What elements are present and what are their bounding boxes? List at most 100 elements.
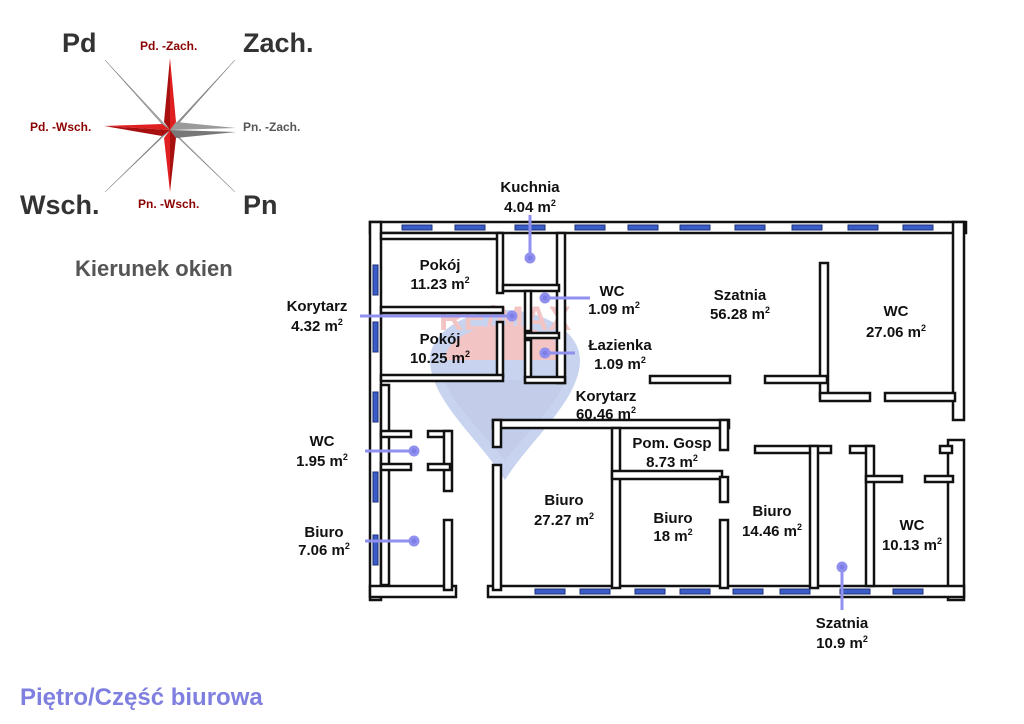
compass-label-se: Pn <box>243 190 278 220</box>
wall-bottom-left <box>368 584 458 599</box>
wall-pomgosp-bottom <box>610 469 724 481</box>
window <box>372 534 379 566</box>
window <box>732 588 764 595</box>
compass-ray-s <box>170 130 176 192</box>
window <box>454 224 486 231</box>
wall-biuro27-left <box>491 463 503 592</box>
wall-szatnia-bottom-a <box>648 374 732 385</box>
room-name: Pokój <box>420 257 461 274</box>
wall-biuro27-right <box>610 426 622 590</box>
wall-pokoj-right-upper <box>495 231 505 295</box>
wall-wcright-mid <box>864 474 904 484</box>
room-name: Biuro <box>544 492 583 509</box>
compass-label-sw: Wsch. <box>20 190 100 220</box>
wall-pokoj2-bottom <box>379 373 505 383</box>
compass-small-e: Pn. -Zach. <box>243 120 300 134</box>
wall-pokoj-right-lower <box>495 320 505 379</box>
window <box>892 588 924 595</box>
wall-right-lower <box>946 438 966 602</box>
wall-biuro14-right <box>808 444 820 590</box>
walls <box>368 220 968 602</box>
room-name: Szatnia <box>714 287 767 304</box>
compass-ray-n <box>170 58 176 130</box>
wall-right-upper <box>951 220 966 422</box>
room-area: 10.9 m2 <box>816 634 868 652</box>
room-area: 4.32 m2 <box>291 317 343 335</box>
room-area: 8.73 m2 <box>646 453 698 471</box>
compass-ray-e2 <box>170 130 236 138</box>
compass-ray-w2 <box>104 126 170 136</box>
wall-wcbig-bottom-a <box>818 391 872 403</box>
wall-lazienka-bottom <box>523 375 567 385</box>
room-name: WC <box>600 283 625 300</box>
wall-left-inner <box>379 383 391 587</box>
wall-biuro7-right <box>442 518 454 592</box>
wall-biuro14-top <box>753 444 833 455</box>
compass-label-nw: Pd <box>62 28 97 58</box>
window <box>779 588 811 595</box>
room-name: WC <box>900 517 925 534</box>
room-area: 10.13 m2 <box>882 536 942 554</box>
window <box>839 588 871 595</box>
room-area: 56.28 m2 <box>710 305 770 323</box>
room-area: 18 m2 <box>653 527 692 545</box>
window <box>634 588 666 595</box>
wall-wc-top-a <box>379 429 413 439</box>
window <box>627 224 659 231</box>
room-name: Biuro <box>304 524 343 541</box>
room-name: Szatnia <box>816 615 869 632</box>
wall-pomgosp-right <box>718 418 730 452</box>
room-name: Biuro <box>653 510 692 527</box>
window <box>574 224 606 231</box>
room-area: 1.09 m2 <box>588 300 640 318</box>
room-name: Pom. Gosp <box>632 435 711 452</box>
window <box>791 224 823 231</box>
wall-wc-bottom-a <box>379 462 413 472</box>
window <box>401 224 433 231</box>
window <box>902 224 934 231</box>
room-name: WC <box>884 303 909 320</box>
wall-offices-top-left <box>491 418 503 449</box>
room-name: Kuchnia <box>500 179 560 196</box>
wall-wcright-top-b <box>938 444 954 455</box>
room-name: Pokój <box>420 331 461 348</box>
room-area: 14.46 m2 <box>742 522 802 540</box>
room-area: 10.25 m2 <box>410 349 470 367</box>
room-area: 27.06 m2 <box>866 323 926 341</box>
room-name: Łazienka <box>588 337 652 354</box>
compass-ray-e <box>170 122 236 130</box>
compass-ray-nw <box>104 59 171 131</box>
compass-rose <box>104 58 236 193</box>
room-name: Korytarz <box>287 298 348 315</box>
wall-wcright-left <box>864 444 876 588</box>
compass-ray-n2 <box>164 58 170 130</box>
windows <box>372 224 934 595</box>
wall-biuro18-right-b <box>718 518 730 590</box>
room-area: 60.46 m2 <box>576 405 636 423</box>
room-name: Korytarz <box>576 388 637 405</box>
wall-wc-right <box>442 429 454 493</box>
floor-title: Piętro/Część biurowa <box>20 684 263 711</box>
compass-ray-w <box>104 124 170 130</box>
room-labels: Kuchnia 4.04 m2 Pokój 11.23 m2 WC 1.09 m… <box>287 179 942 652</box>
room-name: WC <box>310 433 335 450</box>
room-area: 7.06 m2 <box>298 541 350 559</box>
room-area: 1.09 m2 <box>594 355 646 373</box>
window <box>734 224 766 231</box>
room-area: 27.27 m2 <box>534 511 594 529</box>
compass-small-n: Pd. -Zach. <box>140 39 197 53</box>
window <box>372 321 379 353</box>
room-area: 4.04 m2 <box>504 198 556 216</box>
wall-wc-left <box>523 289 533 333</box>
wall-wc-bottom-b <box>426 462 452 472</box>
window-direction-legend: Kierunek okien <box>75 256 233 281</box>
wall-lazienka-left <box>523 338 533 382</box>
window <box>679 224 711 231</box>
compass-ray-s2 <box>164 130 170 192</box>
window <box>847 224 879 231</box>
compass-ray-ne <box>169 59 236 131</box>
wall-wcbig-bottom-b <box>883 391 957 403</box>
window <box>534 588 566 595</box>
